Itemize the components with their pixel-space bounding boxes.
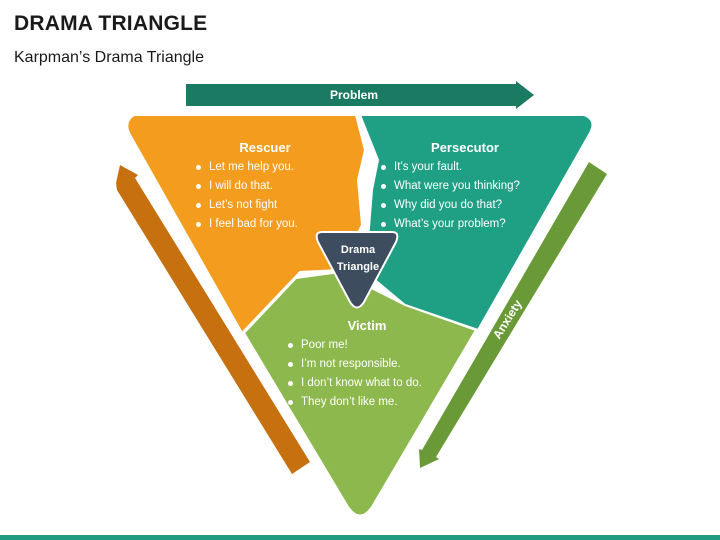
rescuer-item: I will do that.	[194, 177, 298, 196]
bottom-accent-bar	[0, 535, 720, 540]
persecutor-item: What’s your problem?	[379, 215, 520, 234]
persecutor-item: Why did you do that?	[379, 196, 520, 215]
center-label: Drama Triangle	[316, 242, 400, 276]
reaction-arrow	[116, 165, 310, 474]
victim-list: Poor me! I’m not responsible. I don’t kn…	[286, 336, 422, 412]
rescuer-item: I feel bad for you.	[194, 215, 298, 234]
victim-title: Victim	[347, 318, 387, 333]
page-subtitle: Karpman’s Drama Triangle	[14, 49, 205, 66]
center-drama-triangle	[315, 231, 399, 309]
center-label-line1: Drama	[340, 244, 376, 256]
rescuer-segment	[126, 114, 367, 335]
rescuer-title: Rescuer	[239, 140, 291, 155]
victim-segment	[242, 270, 478, 517]
anxiety-arrow	[419, 162, 607, 468]
persecutor-title: Persecutor	[431, 140, 499, 155]
persecutor-item: It’s your fault.	[379, 158, 520, 177]
persecutor-list: It’s your fault. What were you thinking?…	[379, 158, 520, 234]
page-title: DRAMA TRIANGLE	[14, 12, 208, 35]
rescuer-item: Let’s not fight	[194, 196, 298, 215]
rescuer-item: Let me help you.	[194, 158, 298, 177]
victim-item: They don’t like me.	[286, 393, 422, 412]
problem-arrow-label: Problem	[330, 88, 379, 102]
persecutor-item: What were you thinking?	[379, 177, 520, 196]
center-label-line2: Triangle	[336, 261, 380, 273]
victim-item: Poor me!	[286, 336, 422, 355]
problem-arrow	[186, 81, 534, 109]
victim-item: I’m not responsible.	[286, 355, 422, 374]
victim-item: I don’t know what to do.	[286, 374, 422, 393]
rescuer-list: Let me help you. I will do that. Let’s n…	[194, 158, 298, 234]
